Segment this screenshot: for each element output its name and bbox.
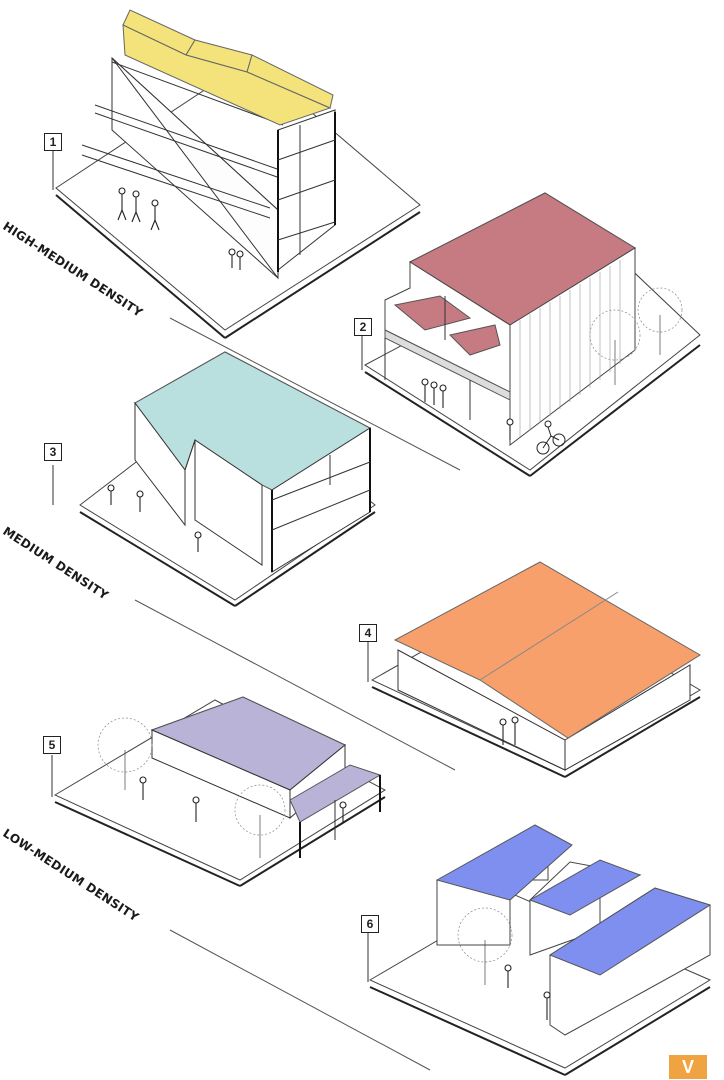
building-5 [51, 696, 387, 887]
person-figure [150, 199, 160, 231]
bicycle-icon [536, 420, 566, 455]
person-figure [136, 490, 144, 512]
person-figure [439, 384, 447, 408]
separator-line-1 [169, 317, 461, 471]
person-figure [192, 796, 200, 822]
separator-line-2 [134, 599, 456, 771]
separator-line-3 [169, 929, 431, 1071]
building-number-5: 5 [43, 736, 61, 754]
person-figure [139, 776, 147, 800]
building-number-1: 1 [44, 133, 62, 151]
building-number-3: 3 [44, 443, 62, 461]
logo-badge: V [669, 1055, 707, 1079]
person-figure [131, 190, 141, 223]
building-number-2: 2 [354, 318, 372, 336]
person-figure [504, 964, 512, 988]
person-figure [506, 418, 514, 440]
person-figure [421, 378, 429, 402]
person-figure [339, 801, 347, 822]
person-figure [236, 250, 244, 270]
tree-icon [637, 287, 683, 355]
person-figure [117, 187, 127, 221]
person-figure [543, 991, 551, 1020]
tree-icon [589, 309, 641, 385]
tree-icon [457, 907, 513, 985]
tree-icon [97, 717, 153, 790]
person-figure [430, 381, 438, 405]
people-figures [107, 187, 551, 1020]
building-4 [367, 561, 701, 778]
person-figure [194, 531, 202, 552]
building-2 [361, 192, 701, 477]
person-figure [228, 248, 236, 268]
building-number-6: 6 [361, 915, 379, 933]
tree-icon [234, 784, 286, 858]
person-figure [511, 716, 519, 745]
person-figure [107, 484, 115, 505]
building-1 [52, 9, 421, 339]
building-6 [367, 824, 712, 1076]
person-figure [499, 718, 507, 745]
building-number-4: 4 [359, 624, 377, 642]
trees [97, 287, 683, 985]
building-3 [52, 351, 376, 607]
